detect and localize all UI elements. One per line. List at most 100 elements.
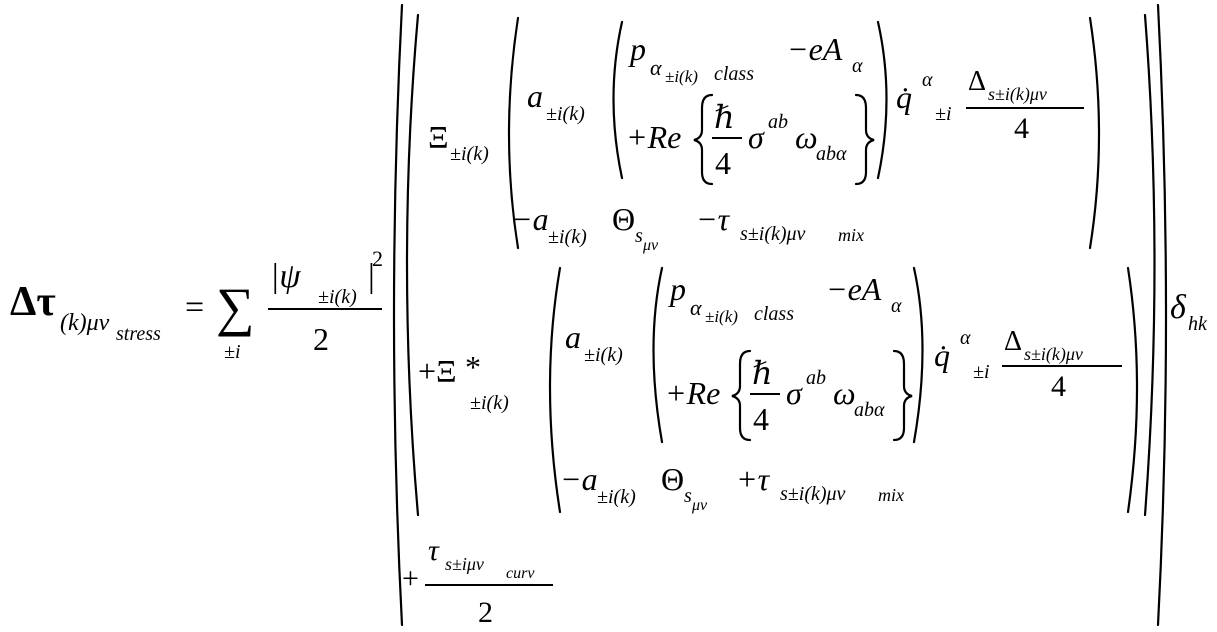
t1-theta: Θ xyxy=(612,201,635,237)
t1-tau-sub: s±i(k)μν xyxy=(740,223,806,245)
t2-p-sub: α xyxy=(690,295,702,320)
summation: ∑ ±i xyxy=(216,277,255,363)
t2-theta-subsub: μν xyxy=(691,497,708,514)
t2-paren-right xyxy=(1126,266,1139,514)
t2-delta-den: 4 xyxy=(1051,370,1066,403)
t2-inner-paren-left xyxy=(652,266,664,444)
t1-minus-a-sub: ±i(k) xyxy=(548,226,587,248)
t2-qdot: q̇ xyxy=(934,337,950,373)
equals-sign: = xyxy=(185,289,204,326)
t2-minus-a: −a xyxy=(560,461,598,497)
t2-xi-star: * xyxy=(465,349,481,385)
t2-hbar: ℏ xyxy=(752,355,773,391)
t2-delta-sub: s±i(k)μν xyxy=(1024,344,1083,365)
t2-theta: Θ xyxy=(661,461,684,497)
lhs-delta-tau: Δτ xyxy=(10,279,56,325)
t1-inner-paren-right xyxy=(876,20,888,180)
t3-tau-subsub: curv xyxy=(506,565,535,582)
t2-tau: +τ xyxy=(736,461,771,497)
t2-qdot-sub: ±i xyxy=(973,361,990,383)
t1-hbar: ℏ xyxy=(714,99,735,135)
t1-minus-a: −a xyxy=(511,201,549,237)
t1-four: 4 xyxy=(715,145,731,181)
delta-hk-subscript: hk xyxy=(1188,313,1208,335)
t2-omega-sub: abα xyxy=(854,399,885,421)
t2-tau-subsub: mix xyxy=(878,485,904,505)
t2-plus-re: +Re xyxy=(665,375,720,411)
t1-qdot-sub: ±i xyxy=(935,103,952,125)
t1-delta: Δ xyxy=(968,66,986,97)
t2-p-subsub: ±i(k) xyxy=(705,307,738,326)
t2-p: p xyxy=(668,271,686,307)
t1-a-sub: ±i(k) xyxy=(546,103,585,125)
t2-four: 4 xyxy=(753,401,769,437)
t2-inner-paren-right xyxy=(912,266,924,444)
t2-paren-left xyxy=(548,266,562,514)
t3-tau-sub: s±iμν xyxy=(445,554,484,574)
outer-paren-left xyxy=(392,3,404,627)
outer-paren-right xyxy=(1156,3,1168,627)
t1-brace-right xyxy=(854,93,875,186)
t1-sigma: σ xyxy=(748,119,765,155)
kronecker-delta: δ hk xyxy=(1170,289,1208,335)
t2-brace-right xyxy=(892,349,913,442)
term-one: Ξ ±i(k) a ±i(k) p α ±i(k) class −eA α +R… xyxy=(428,16,1101,254)
t2-xi: +Ξ xyxy=(418,353,457,389)
t1-p-subsubsub: class xyxy=(714,63,754,85)
prefactor-fraction: |ψ ±i(k) | 2 2 xyxy=(268,246,383,357)
t2-p-subsubsub: class xyxy=(754,303,794,325)
t1-p: p xyxy=(628,31,646,67)
inner-paren-right xyxy=(1143,13,1156,517)
t2-minus-ea: −eA xyxy=(826,271,882,307)
term-three: + τ s±iμν curv 2 xyxy=(402,534,553,629)
t2-a-sub: ±i(k) xyxy=(584,344,623,366)
t2-sigma-sup: ab xyxy=(806,367,826,389)
t2-ea-sub: α xyxy=(891,295,902,317)
t2-minus-a-sub: ±i(k) xyxy=(597,486,636,508)
t1-omega-sub: abα xyxy=(816,143,847,165)
lhs-subscript: (k)μν xyxy=(60,310,110,336)
t1-xi: Ξ xyxy=(428,119,449,155)
sum-index: ±i xyxy=(224,341,241,363)
t1-paren-left xyxy=(507,16,520,250)
lhs: Δτ (k)μν stress xyxy=(10,279,161,345)
prefactor-exponent: 2 xyxy=(372,246,383,271)
t1-p-subsub: ±i(k) xyxy=(665,67,698,86)
t1-minus-ea: −eA xyxy=(787,31,843,67)
t1-brace-left xyxy=(693,93,714,186)
delta-hk-symbol: δ xyxy=(1170,289,1187,326)
t3-plus: + xyxy=(402,562,419,595)
t1-theta-subsub: μν xyxy=(642,237,659,254)
t1-sigma-sup: ab xyxy=(768,111,788,133)
t1-tau-subsub: mix xyxy=(838,225,864,245)
sum-symbol: ∑ xyxy=(216,277,255,337)
t2-tau-sub: s±i(k)μν xyxy=(780,483,846,505)
t1-inner-paren-left xyxy=(612,20,624,180)
term-two: +Ξ * ±i(k) a ±i(k) p α ±i(k) class −eA α… xyxy=(418,266,1139,514)
t1-omega: ω xyxy=(795,119,818,155)
t2-delta: Δ xyxy=(1004,326,1022,357)
prefactor-abs-close: | xyxy=(368,258,375,295)
t1-ea-sub: α xyxy=(852,55,863,77)
t2-brace-left xyxy=(731,349,752,442)
t2-omega: ω xyxy=(833,375,856,411)
t2-xi-sub: ±i(k) xyxy=(470,392,509,414)
lhs-sub-sub: stress xyxy=(116,323,161,345)
t3-denominator: 2 xyxy=(478,596,493,629)
t1-xi-sub: ±i(k) xyxy=(450,143,489,165)
t1-theta-sub: s xyxy=(635,225,643,247)
t2-sigma: σ xyxy=(786,375,803,411)
t1-p-sub: α xyxy=(650,55,662,80)
t3-tau: τ xyxy=(428,534,440,567)
prefactor-denominator: 2 xyxy=(313,321,329,357)
t1-qdot-sup: α xyxy=(922,69,933,91)
t1-a: a xyxy=(527,78,543,114)
t2-theta-sub: s xyxy=(684,485,692,507)
inner-paren-left xyxy=(405,13,420,517)
t1-paren-right xyxy=(1088,16,1101,250)
t1-tau: −τ xyxy=(696,201,731,237)
t1-qdot: q̇ xyxy=(896,79,912,115)
t1-delta-sub: s±i(k)μν xyxy=(988,84,1047,105)
t1-delta-den: 4 xyxy=(1014,112,1029,145)
